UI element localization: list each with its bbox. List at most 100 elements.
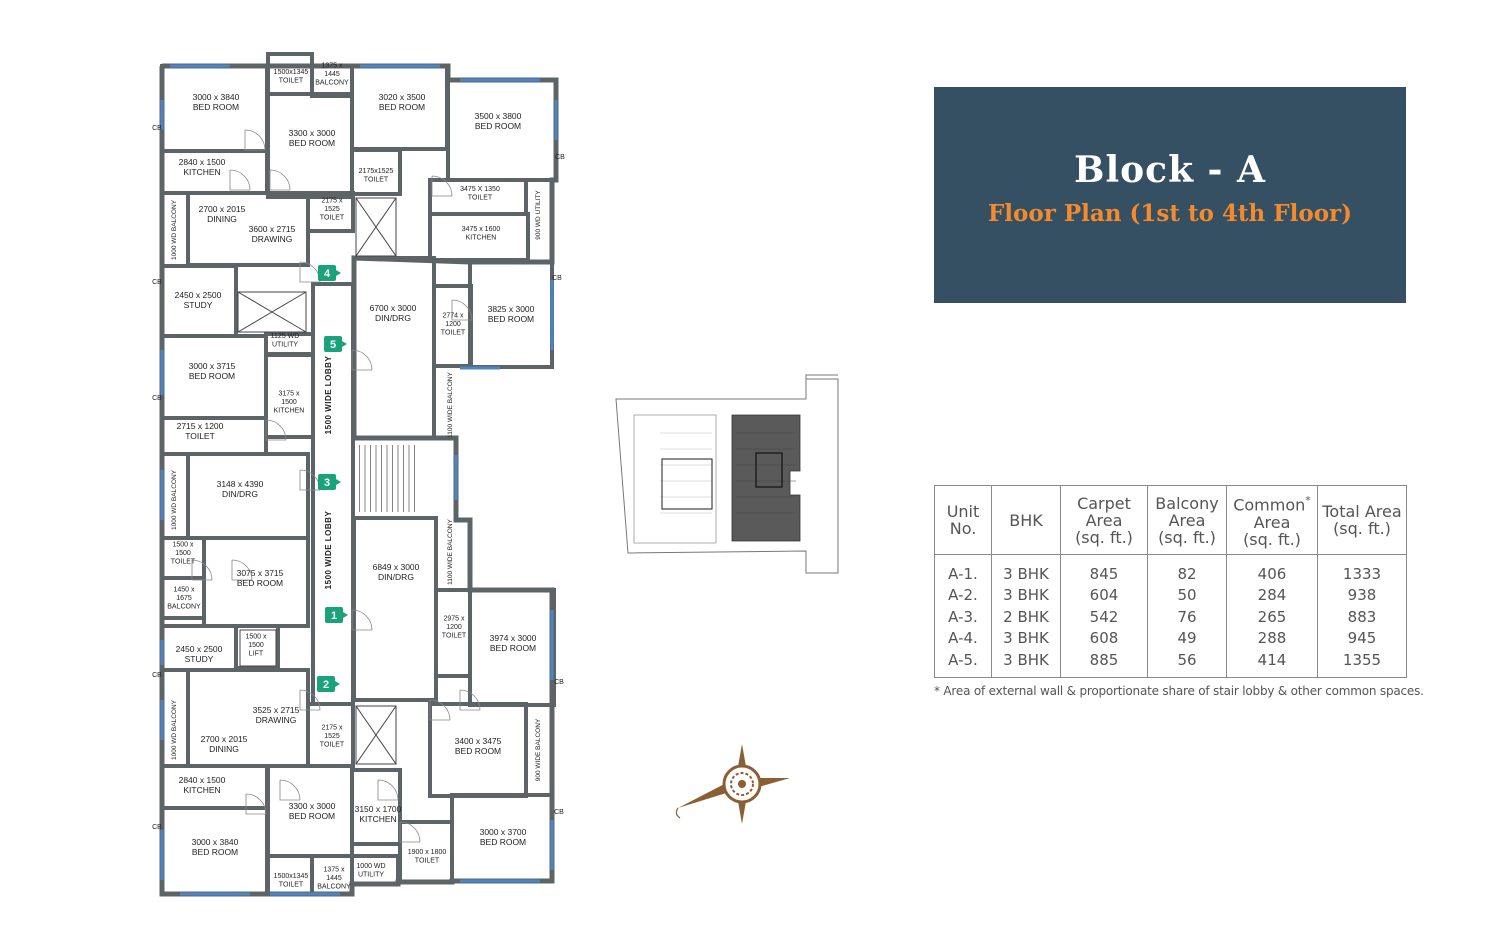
key-plan [615, 374, 839, 574]
cell-total: 883 [1317, 606, 1407, 628]
cell-common: 265 [1226, 606, 1318, 628]
unit-marker-badge [325, 607, 343, 623]
vertical-label: 1000 WD BALCONY [171, 199, 178, 260]
door-swing [431, 175, 453, 197]
door-swing [269, 169, 291, 191]
cell-total: 1333 [1317, 554, 1407, 585]
lobby-corridor [311, 282, 355, 706]
compass-center [738, 780, 746, 788]
cell-balcony: 76 [1147, 606, 1227, 628]
cell-common: 406 [1226, 554, 1318, 585]
cb-label: CB [554, 679, 564, 686]
unit-marker-arrow [342, 341, 347, 347]
cell-carpet: 885 [1060, 649, 1148, 678]
header-common: Common*Area(sq. ft.) [1226, 485, 1318, 555]
block-a-highlight [731, 414, 801, 542]
door-swing [399, 821, 421, 843]
table-row: A-4. 3 BHK 608 49 288 945 [934, 627, 1407, 649]
unit-marker-badge [318, 474, 336, 490]
cell-total: 938 [1317, 584, 1407, 606]
unit-marker-arrow [336, 270, 341, 276]
door-swing [459, 689, 481, 711]
title-card: Block - A Floor Plan (1st to 4th Floor) [934, 87, 1406, 303]
cell-bhk: 2 BHK [991, 606, 1061, 628]
door-swing [265, 419, 287, 441]
cell-unit: A-5. [934, 649, 992, 678]
door-swing [451, 299, 473, 321]
room-outline [350, 148, 402, 196]
door-swing [351, 609, 373, 631]
compass-north-flourish [675, 807, 681, 819]
block-title: Block - A [1074, 149, 1266, 191]
unit-marker-number: 4 [324, 268, 331, 280]
vertical-label: 1100 WIDE BALCONY [447, 372, 454, 438]
door-swing [229, 169, 251, 191]
cell-common: 288 [1226, 627, 1318, 649]
unit-marker-number: 1 [331, 610, 337, 622]
footnote: * Area of external wall & proportionate … [934, 684, 1424, 698]
lobby-label: 1500 WIDE LOBBY [324, 511, 333, 590]
plan-windows [160, 64, 558, 896]
vertical-label: 900 WD UTILITY [535, 190, 542, 240]
unit-marker-number: 5 [330, 339, 336, 351]
door-swing [351, 349, 373, 371]
door-swing [377, 779, 399, 801]
unit-marker-arrow [336, 479, 341, 485]
shaft [355, 197, 397, 257]
room-outline [352, 516, 438, 702]
unit-marker-arrow [335, 681, 340, 687]
cell-carpet: 604 [1060, 584, 1148, 606]
cb-label: CB [555, 154, 565, 161]
table-row: A-5. 3 BHK 885 56 414 1355 [934, 649, 1407, 678]
cb-label: CB [152, 672, 162, 679]
cell-unit: A-2. [934, 584, 992, 606]
outer-wall [159, 63, 559, 897]
cell-unit: A-4. [934, 627, 992, 649]
cb-label: CB [152, 279, 162, 286]
key-plan-core [755, 452, 783, 488]
cell-total: 1355 [1317, 649, 1407, 678]
cell-carpet: 845 [1060, 554, 1148, 585]
cell-bhk: 3 BHK [991, 649, 1061, 678]
door-swing [299, 689, 321, 711]
unit-marker-badge [317, 676, 335, 692]
header-total: Total Area(sq. ft.) [1317, 485, 1407, 555]
table-row: A-1. 3 BHK 845 82 406 1333 [934, 554, 1407, 585]
cb-label: CB [552, 275, 562, 282]
compass-icon [675, 744, 790, 824]
room-outline [350, 854, 400, 886]
cb-label: CB [152, 395, 162, 402]
cell-balcony: 50 [1147, 584, 1227, 606]
